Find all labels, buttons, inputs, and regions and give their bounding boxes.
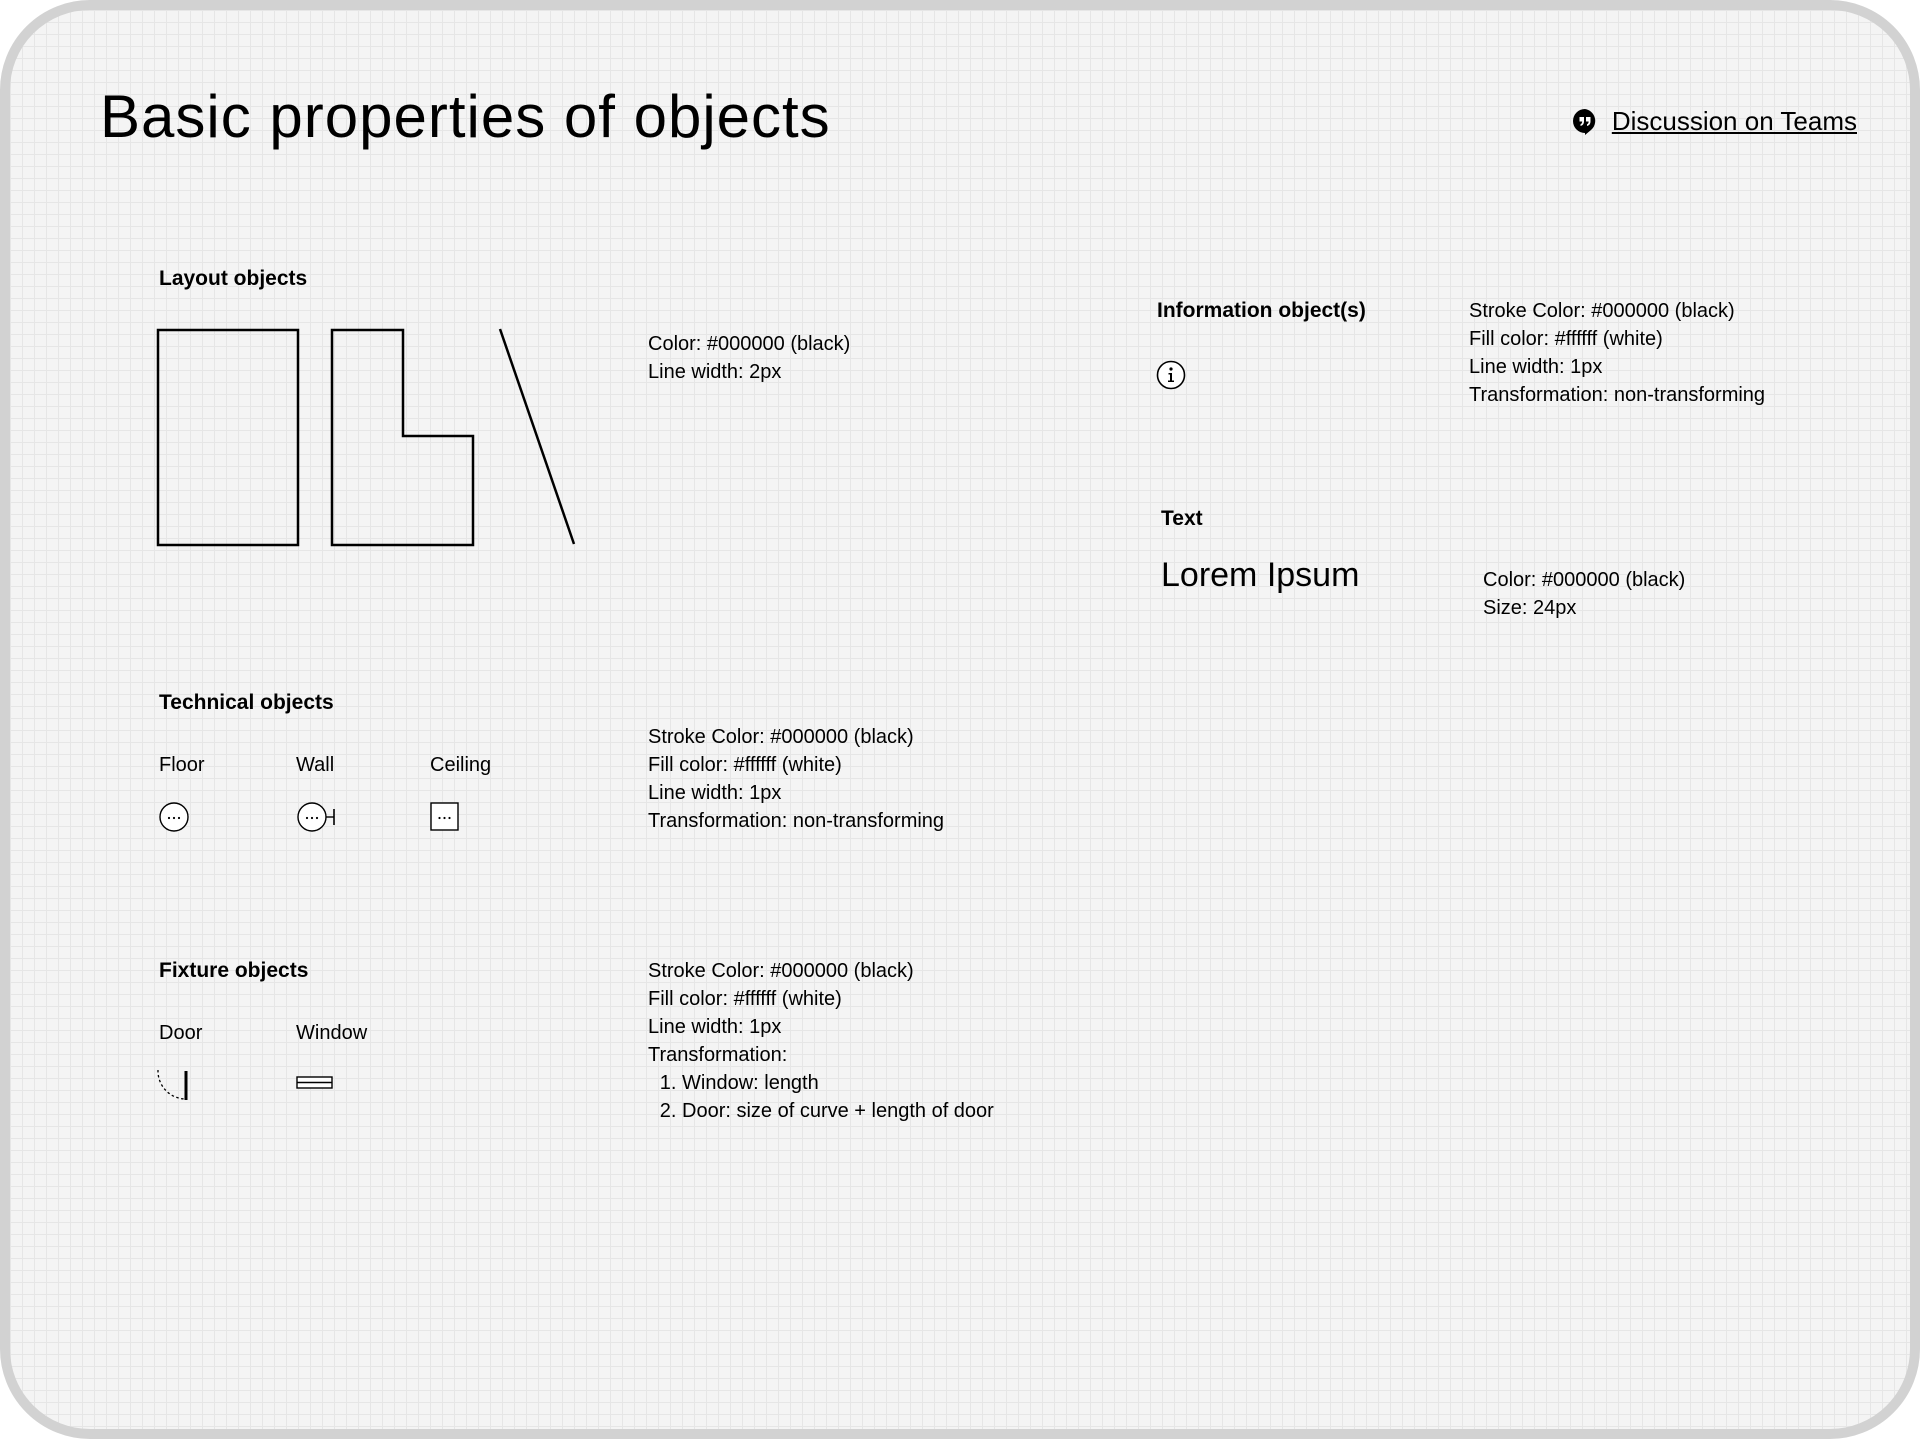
information-objects-title: Information object(s) bbox=[1157, 299, 1366, 322]
teams-discussion-link[interactable]: Discussion on Teams bbox=[1572, 106, 1857, 137]
property-line: Fill color: #ffffff (white) bbox=[648, 988, 842, 1010]
wall-label: Wall bbox=[296, 754, 335, 776]
property-line: Size: 24px bbox=[1483, 597, 1577, 619]
ceiling-symbol-icon bbox=[430, 802, 459, 831]
layout-l-shape bbox=[330, 328, 475, 547]
fixture-properties: Stroke Color: #000000 (black) Fill color… bbox=[648, 957, 994, 1125]
layout-rectangle-shape bbox=[156, 328, 300, 547]
wall-symbol-icon bbox=[297, 802, 335, 832]
property-line: Line width: 2px bbox=[648, 361, 782, 383]
layout-objects-shapes bbox=[156, 328, 576, 547]
layout-objects-title: Layout objects bbox=[159, 267, 308, 290]
property-line: Line width: 1px bbox=[648, 782, 782, 804]
property-line: Transformation: non-transforming bbox=[648, 810, 945, 832]
teams-link-label: Discussion on Teams bbox=[1611, 106, 1857, 136]
layout-properties: Color: #000000 (black) Line width: 2px bbox=[648, 330, 850, 386]
transformation-item: Door: size of curve + length of door bbox=[682, 1097, 994, 1125]
property-line: Line width: 1px bbox=[648, 1016, 782, 1038]
property-line: Stroke Color: #000000 (black) bbox=[648, 726, 914, 748]
window-symbol-icon bbox=[296, 1076, 333, 1089]
property-line: Line width: 1px bbox=[1469, 356, 1603, 378]
fixture-objects-title: Fixture objects bbox=[159, 959, 309, 982]
property-line: Color: #000000 (black) bbox=[648, 333, 851, 355]
chat-quote-icon bbox=[1572, 108, 1598, 136]
technical-properties: Stroke Color: #000000 (black) Fill color… bbox=[648, 723, 944, 835]
floor-label: Floor bbox=[159, 754, 205, 776]
door-label: Door bbox=[159, 1022, 203, 1044]
info-icon bbox=[1156, 360, 1186, 390]
ceiling-label: Ceiling bbox=[430, 754, 492, 776]
property-line: Color: #000000 (black) bbox=[1483, 569, 1686, 591]
property-line: Fill color: #ffffff (white) bbox=[1469, 328, 1663, 350]
page-title: Basic properties of objects bbox=[100, 83, 831, 150]
window-label: Window bbox=[296, 1022, 368, 1044]
text-properties: Color: #000000 (black) Size: 24px bbox=[1483, 566, 1685, 622]
door-symbol-icon bbox=[157, 1069, 188, 1100]
transformation-list: Window: length Door: size of curve + len… bbox=[648, 1069, 994, 1125]
layout-line-shape bbox=[498, 328, 576, 545]
property-line: Stroke Color: #000000 (black) bbox=[1469, 300, 1735, 322]
property-line: Stroke Color: #000000 (black) bbox=[648, 960, 914, 982]
technical-objects-title: Technical objects bbox=[159, 691, 334, 714]
transformation-item: Window: length bbox=[682, 1069, 994, 1097]
text-objects-title: Text bbox=[1161, 507, 1203, 530]
property-line: Transformation: non-transforming bbox=[1469, 384, 1766, 406]
property-line: Transformation: bbox=[648, 1044, 788, 1066]
floor-symbol-icon bbox=[159, 802, 189, 832]
property-line: Fill color: #ffffff (white) bbox=[648, 754, 842, 776]
text-sample: Lorem Ipsum bbox=[1161, 556, 1360, 594]
information-properties: Stroke Color: #000000 (black) Fill color… bbox=[1469, 297, 1765, 409]
